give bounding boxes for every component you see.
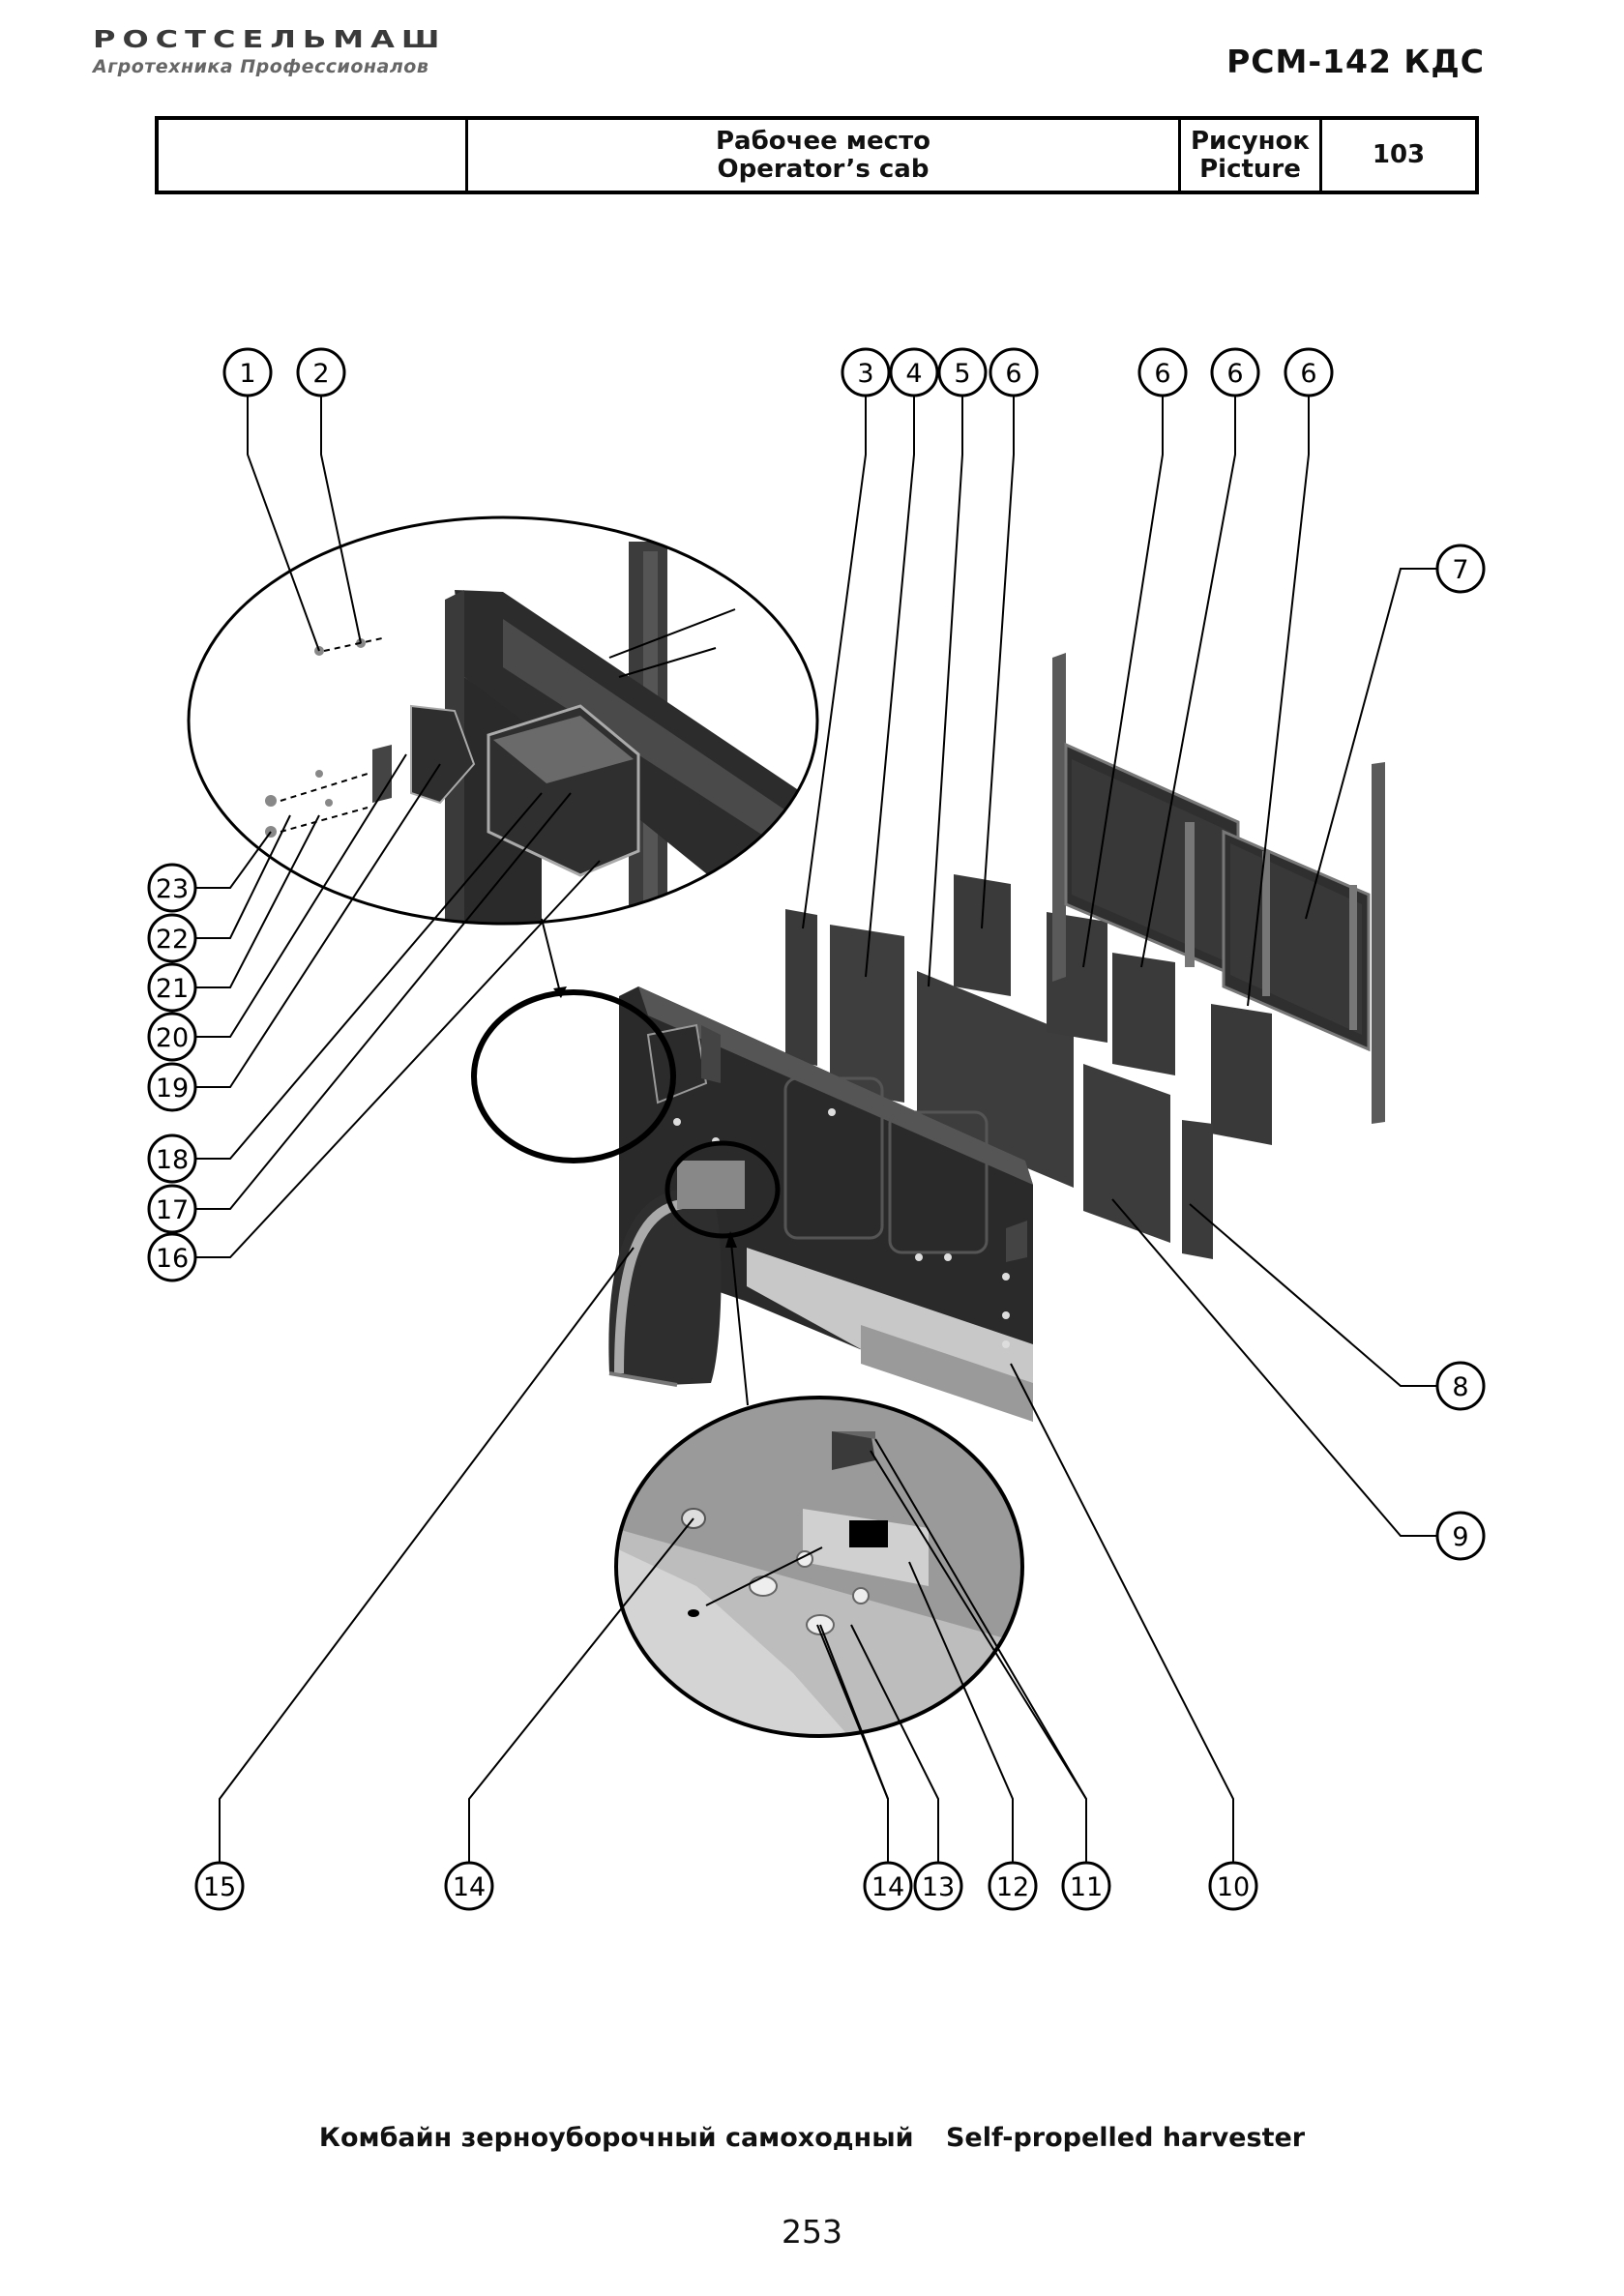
callout-14: 14 <box>444 1861 494 1911</box>
callout-3: 3 <box>841 347 891 397</box>
footer-title-en: Self-propelled harvester <box>945 2123 1306 2153</box>
detail-pointer-bottom <box>730 1242 749 1406</box>
picture-label-ru: Рисунок <box>1190 126 1311 156</box>
callout-12: 12 <box>988 1861 1038 1911</box>
callout-7: 7 <box>1435 544 1486 594</box>
brand-tagline: Агротехника Профессионалов <box>93 56 429 77</box>
callout-21: 21 <box>147 962 197 1013</box>
callout-label: 18 <box>156 1145 189 1175</box>
wall-frame-sections <box>1052 653 1385 1124</box>
callout-14: 14 <box>863 1861 913 1911</box>
title-block: Рабочее место Operator’s cab Рисунок Pic… <box>155 116 1479 194</box>
bracket-small <box>677 1161 745 1209</box>
callout-16: 16 <box>147 1232 197 1282</box>
callout-label: 22 <box>156 925 189 955</box>
callout-8: 8 <box>1435 1361 1486 1411</box>
callout-17: 17 <box>147 1184 197 1234</box>
callout-label: 20 <box>156 1023 189 1053</box>
callout-1: 1 <box>222 347 273 397</box>
callout-label: 3 <box>857 359 873 389</box>
model-code: РСМ-142 КДС <box>1226 43 1485 80</box>
callout-label: 7 <box>1452 555 1468 585</box>
callout-label: 11 <box>1070 1872 1103 1902</box>
page-number: 253 <box>782 2213 842 2251</box>
detail-marker-bottom <box>664 1140 781 1239</box>
callout-11: 11 <box>1061 1861 1111 1911</box>
callout-5: 5 <box>937 347 988 397</box>
callout-13: 13 <box>913 1861 963 1911</box>
section-title-en: Operator’s cab <box>717 154 930 184</box>
callout-label: 9 <box>1452 1522 1468 1552</box>
callout-label: 6 <box>1154 359 1170 389</box>
callout-6: 6 <box>989 347 1039 397</box>
callout-20: 20 <box>147 1012 197 1062</box>
callout-label: 6 <box>1300 359 1316 389</box>
title-empty-cell <box>155 116 468 194</box>
callout-label: 5 <box>954 359 970 389</box>
callout-label: 19 <box>156 1074 189 1104</box>
footer-title-ru: Комбайн зерноуборочный самоходный <box>318 2123 914 2153</box>
callout-label: 21 <box>156 974 189 1004</box>
callout-label: 17 <box>156 1195 189 1225</box>
callout-label: 12 <box>996 1872 1029 1902</box>
callout-label: 4 <box>905 359 922 389</box>
callout-label: 13 <box>922 1872 955 1902</box>
callout-label: 23 <box>156 874 189 904</box>
leader-lines <box>193 397 1439 1865</box>
detail-view-top <box>187 515 819 926</box>
callout-2: 2 <box>296 347 346 397</box>
callout-10: 10 <box>1208 1861 1258 1911</box>
picture-label-en: Picture <box>1199 154 1301 184</box>
callout-label: 6 <box>1226 359 1243 389</box>
callout-22: 22 <box>147 913 197 963</box>
callout-label: 10 <box>1217 1872 1250 1902</box>
callout-label: 15 <box>203 1872 236 1902</box>
callout-label: 14 <box>871 1872 904 1902</box>
callout-label: 1 <box>239 359 255 389</box>
callout-label: 16 <box>156 1244 189 1274</box>
section-title-cell: Рабочее место Operator’s cab <box>465 116 1181 194</box>
callout-4: 4 <box>889 347 939 397</box>
callout-9: 9 <box>1435 1511 1486 1561</box>
brand-name: РОСТСЕЛЬМАШ <box>93 24 447 54</box>
callout-label: 14 <box>453 1872 486 1902</box>
document-footer: Комбайн зерноуборочный самоходный Self-p… <box>0 2123 1624 2153</box>
side-cover <box>608 1190 722 1387</box>
picture-label-cell: Рисунок Picture <box>1178 116 1322 194</box>
callout-6: 6 <box>1137 347 1188 397</box>
detail-marker-left <box>471 989 676 1163</box>
callout-23: 23 <box>147 863 197 913</box>
callout-18: 18 <box>147 1133 197 1184</box>
callout-19: 19 <box>147 1062 197 1112</box>
callout-label: 2 <box>312 359 329 389</box>
callout-label: 6 <box>1005 359 1021 389</box>
callout-label: 8 <box>1452 1372 1468 1402</box>
detail-pointer-top <box>541 918 560 989</box>
section-title-ru: Рабочее место <box>715 126 930 156</box>
callout-6: 6 <box>1210 347 1260 397</box>
brand-logo: РОСТСЕЛЬМАШ Агротехника Профессионалов <box>93 27 446 77</box>
rear-wall-panel <box>619 986 1033 1422</box>
callout-6: 6 <box>1284 347 1334 397</box>
picture-number: 103 <box>1319 116 1479 194</box>
callout-15: 15 <box>194 1861 245 1911</box>
